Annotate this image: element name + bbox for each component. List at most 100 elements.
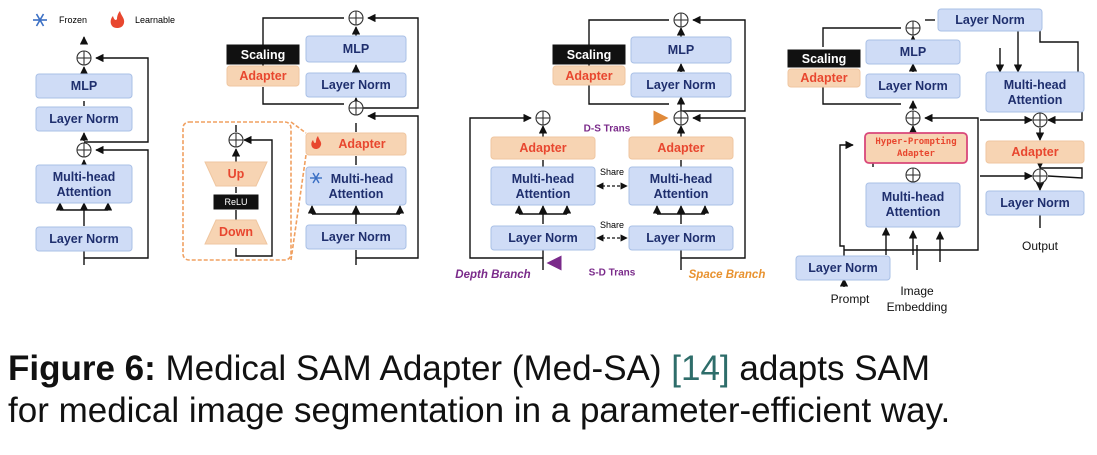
add-icon	[76, 50, 92, 66]
panel1-mha	[35, 164, 133, 204]
panel4-mlp	[865, 39, 961, 65]
panel3-mha-right	[628, 166, 734, 206]
panel2-adapter-mid-label: Adapter	[338, 137, 385, 151]
adapter-detail-box	[182, 121, 292, 261]
panel1-norm-top-label: Layer Norm	[49, 112, 118, 126]
panel2-mha	[305, 166, 407, 206]
prompt-label: Prompt	[831, 292, 870, 306]
add-icon	[348, 100, 364, 116]
panel3-norm-left	[490, 225, 596, 251]
panel1-mha-label-1: Multi-head	[53, 170, 116, 184]
panel2-scaling-label: Scaling	[241, 48, 285, 62]
panel1-norm-top	[35, 106, 133, 132]
panel4-adapter-top	[787, 68, 861, 88]
panel3-adapter-top	[552, 65, 626, 86]
add-icon	[1032, 168, 1048, 184]
panel4-mha-left-label-1: Multi-head	[882, 190, 945, 204]
add-icon	[673, 12, 689, 28]
panel-decoder-adapter: Layer Norm Scaling Adapter MLP Layer Nor…	[787, 8, 1085, 314]
caption-line-2: for medical image segmentation in a para…	[8, 391, 951, 430]
caption-text-1: Medical SAM Adapter (Med-SA)	[155, 349, 672, 388]
depth-branch-label: Depth Branch	[455, 269, 530, 281]
panel4-scaling	[787, 49, 861, 68]
figure-caption: Figure 6: Medical SAM Adapter (Med-SA) […	[8, 348, 1093, 432]
panel2-mha-label-1: Multi-head	[331, 172, 394, 186]
panel3-norm-top-label: Layer Norm	[646, 78, 715, 92]
panel-adapter-block: Scaling Adapter MLP Layer Norm Adapter M…	[182, 10, 419, 265]
panel3-scaling-label: Scaling	[567, 48, 611, 62]
snowflake-icon	[310, 172, 322, 184]
panel2-adapter-top	[226, 65, 300, 87]
ds-trans-label: D-S Trans	[584, 124, 631, 135]
share-bottom-label: Share	[600, 220, 624, 230]
panel4-scaling-label: Scaling	[802, 52, 846, 66]
adapter-down-label: Down	[219, 225, 253, 239]
add-icon	[1032, 112, 1048, 128]
add-icon	[228, 132, 244, 148]
panel2-scaling	[226, 44, 300, 65]
panel2-mha-label-2: Attention	[329, 187, 384, 201]
panel3-adapter-left-label: Adapter	[519, 141, 566, 155]
panel2-norm-top	[305, 72, 407, 98]
add-icon	[905, 20, 921, 36]
panel4-adapter-right-label: Adapter	[1011, 145, 1058, 159]
add-icon	[905, 110, 921, 126]
panel3-mha-left-label-1: Multi-head	[512, 172, 575, 186]
panel3-adapter-top-label: Adapter	[565, 69, 612, 83]
legend: Frozen Learnable	[33, 11, 175, 28]
add-icon	[535, 110, 551, 126]
panel4-norm-right	[985, 190, 1085, 216]
panel2-adapter-mid	[305, 132, 407, 156]
sd-trans-label: S-D Trans	[589, 268, 636, 279]
panel4-norm-right-label: Layer Norm	[1000, 196, 1069, 210]
add-icon	[673, 110, 689, 126]
caption-label: Figure 6:	[8, 349, 156, 388]
panel3-mha-right-label-2: Attention	[654, 187, 709, 201]
panel4-adapter-top-label: Adapter	[800, 71, 847, 85]
share-top-label: Share	[600, 167, 624, 177]
panel2-norm-top-label: Layer Norm	[321, 78, 390, 92]
adapter-up-projection	[204, 161, 268, 187]
panel4-norm-bottom-label: Layer Norm	[808, 261, 877, 275]
panel4-mha-left	[865, 182, 961, 228]
panel4-hyper-prompting-adapter	[864, 132, 968, 164]
panel1-norm-bottom-label: Layer Norm	[49, 232, 118, 246]
panel-3d-adapter: D-S Trans S-D Trans Scaling Adapter MLP …	[455, 12, 766, 281]
adapter-up-label: Up	[228, 167, 245, 181]
image-embedding-label-1: Image	[900, 284, 934, 298]
caption-text-2: adapts SAM	[729, 349, 931, 388]
space-branch-label: Space Branch	[689, 269, 766, 281]
flame-icon	[110, 11, 125, 28]
panel4-adapter-right	[985, 140, 1085, 164]
panel3-norm-right-label: Layer Norm	[646, 231, 715, 245]
add-icon	[76, 142, 92, 158]
panel4-mlp-label: MLP	[900, 45, 926, 59]
panel-standard-block: Layer Norm Multi-head Attention Layer No…	[35, 36, 149, 265]
legend-learnable-label: Learnable	[135, 15, 175, 25]
panel4-norm-mid	[865, 73, 961, 99]
panel3-mha-left	[490, 166, 596, 206]
panel3-mlp-label: MLP	[668, 43, 694, 57]
panel3-norm-top	[630, 72, 732, 98]
panel4-mha-right	[985, 71, 1085, 113]
panel4-norm-bottom	[795, 255, 891, 281]
panel4-mha-right-label-1: Multi-head	[1004, 78, 1067, 92]
panel2-adapter-top-label: Adapter	[239, 69, 286, 83]
panel4-mha-left-label-2: Attention	[886, 205, 941, 219]
panel3-adapter-right	[628, 136, 734, 160]
panel3-mlp	[630, 36, 732, 64]
panel2-norm-bottom-label: Layer Norm	[321, 230, 390, 244]
panel3-mha-right-label-1: Multi-head	[650, 172, 713, 186]
panel3-adapter-left	[490, 136, 596, 160]
panel1-mlp	[35, 73, 133, 99]
panel1-mha-label-2: Attention	[57, 185, 112, 199]
panel3-adapter-right-label: Adapter	[657, 141, 704, 155]
output-label: Output	[1022, 239, 1059, 253]
panel4-norm-top	[937, 8, 1043, 32]
image-embedding-label-2: Embedding	[887, 300, 948, 314]
panel1-mlp-label: MLP	[71, 79, 97, 93]
caption-reference-link[interactable]: [14]	[671, 349, 730, 388]
panel3-norm-right	[628, 225, 734, 251]
add-icon	[905, 167, 921, 183]
panel2-mlp-label: MLP	[343, 42, 369, 56]
